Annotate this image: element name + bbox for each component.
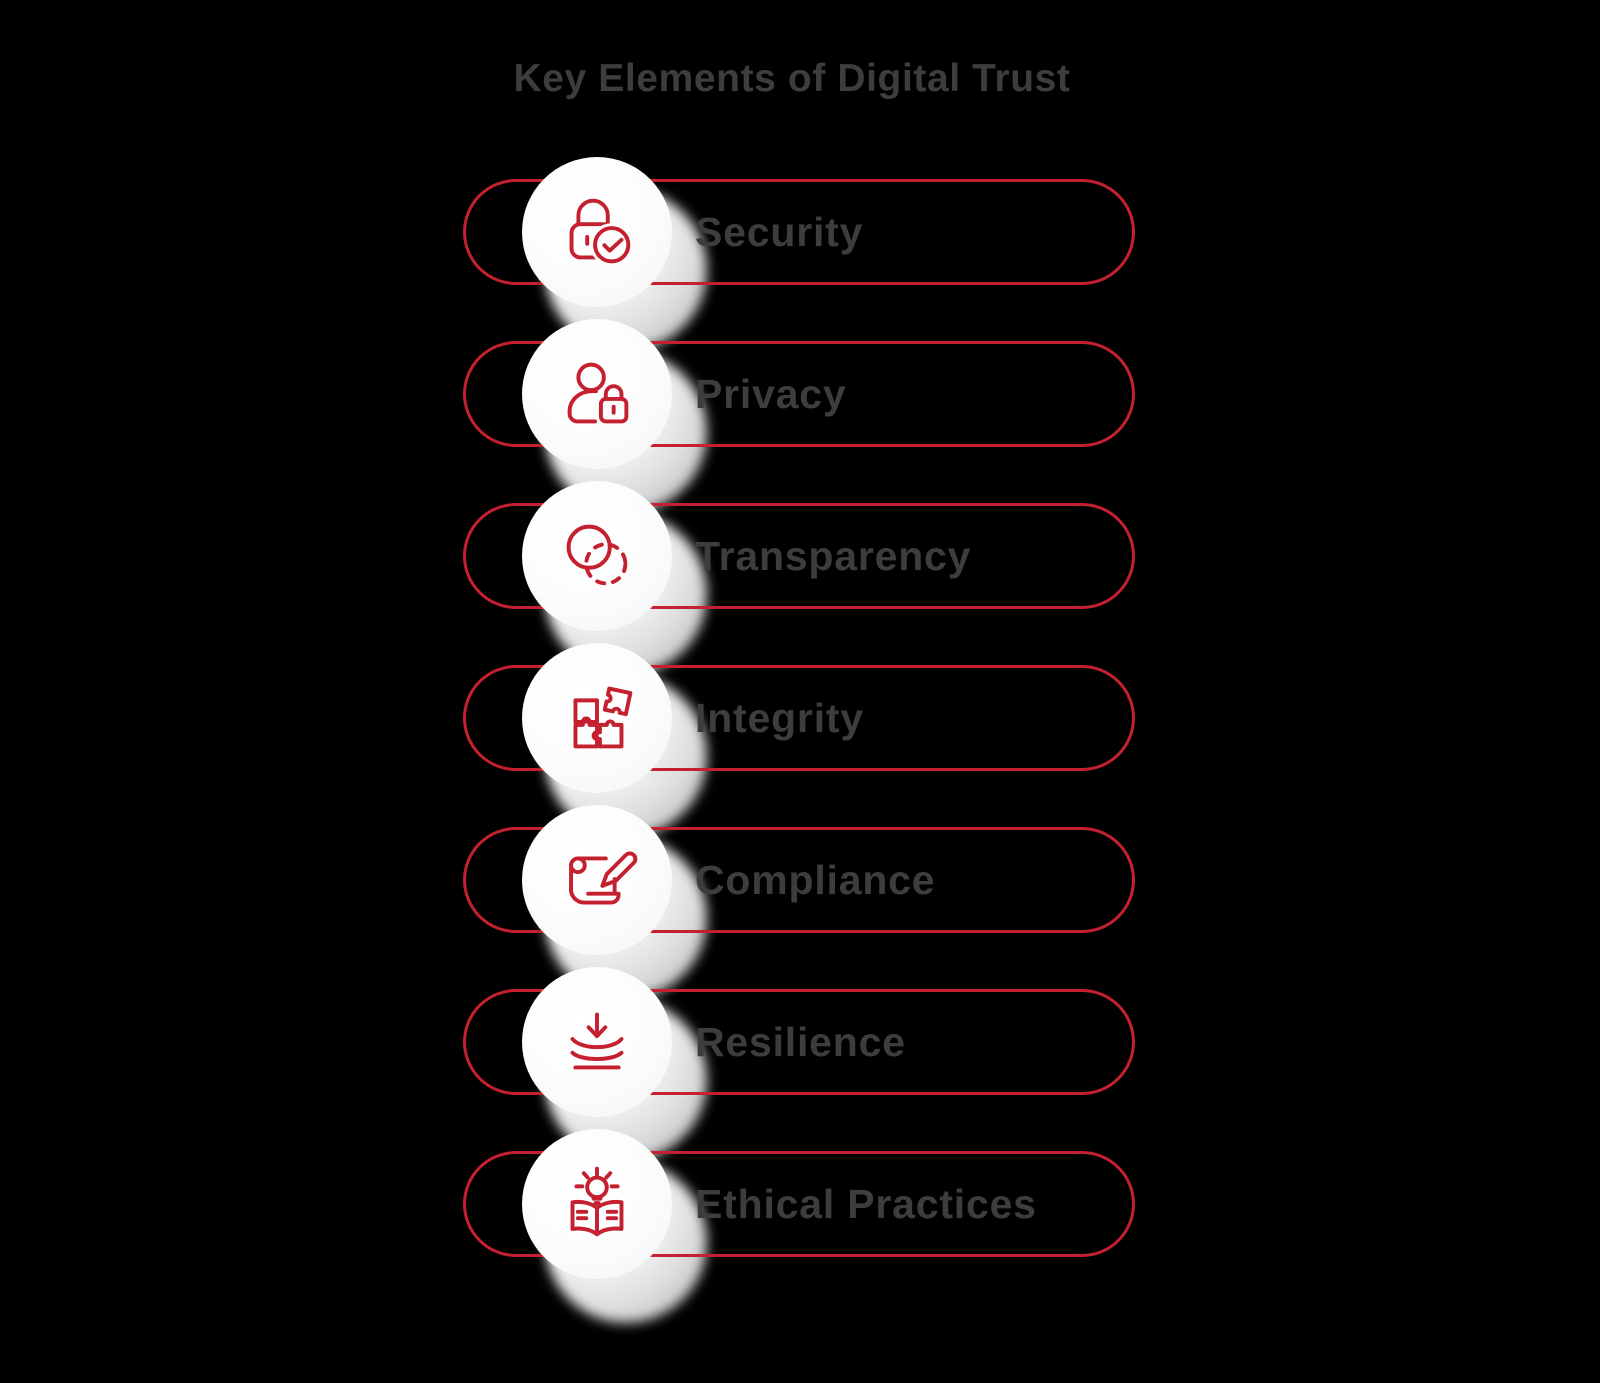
icon-circle <box>522 805 672 955</box>
item-label: Integrity <box>695 694 864 741</box>
icon-circle <box>522 157 672 307</box>
icon-circle <box>522 967 672 1117</box>
item-label: Ethical Practices <box>695 1180 1037 1227</box>
list-item: Security <box>0 151 1600 351</box>
icon-circle <box>522 1129 672 1279</box>
item-label: Resilience <box>695 1018 906 1065</box>
book-lightbulb-icon <box>550 1157 644 1251</box>
pill-outline <box>463 989 1135 1095</box>
item-label: Privacy <box>695 370 847 417</box>
pill-outline <box>463 1151 1135 1257</box>
element-list: Security Privacy <box>0 151 1600 1323</box>
pill-outline <box>463 665 1135 771</box>
puzzle-pieces-icon <box>550 671 644 765</box>
list-item: Compliance <box>0 799 1600 999</box>
item-label: Transparency <box>695 532 972 579</box>
user-lock-icon <box>550 347 644 441</box>
icon-circle <box>522 481 672 631</box>
impact-absorption-icon <box>550 995 644 1089</box>
page-title: Key Elements of Digital Trust <box>513 57 1071 100</box>
item-label: Security <box>695 208 864 255</box>
pill-outline <box>463 503 1135 609</box>
list-item: Ethical Practices <box>0 1123 1600 1323</box>
pill-outline <box>463 179 1135 285</box>
lock-check-icon <box>550 185 644 279</box>
icon-circle <box>522 643 672 793</box>
list-item: Integrity <box>0 637 1600 837</box>
list-item: Resilience <box>0 961 1600 1161</box>
item-label: Compliance <box>695 856 936 903</box>
pill-outline <box>463 827 1135 933</box>
pill-outline <box>463 341 1135 447</box>
icon-circle <box>522 319 672 469</box>
list-item: Transparency <box>0 475 1600 675</box>
scroll-pen-icon <box>550 833 644 927</box>
list-item: Privacy <box>0 313 1600 513</box>
overlapping-circles-icon <box>550 509 644 603</box>
